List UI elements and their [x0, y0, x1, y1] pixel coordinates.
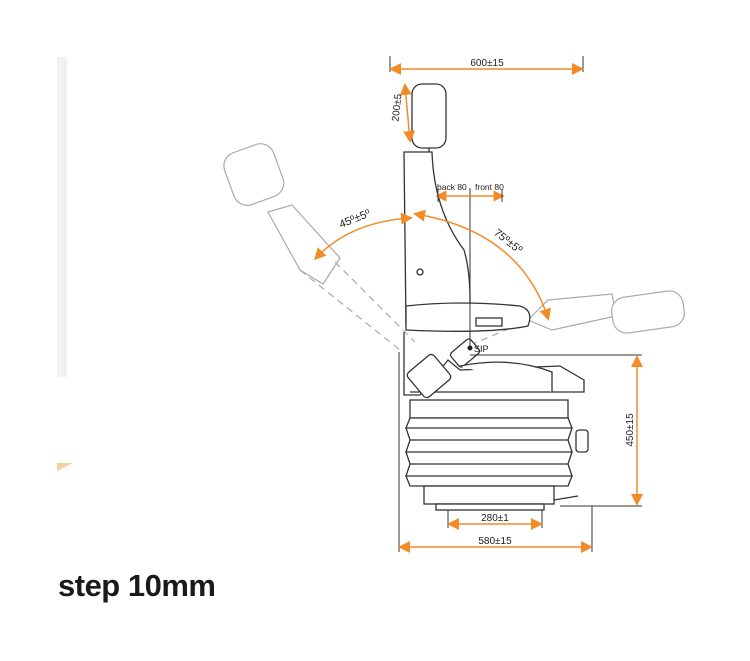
top-plate [409, 399, 569, 419]
seat-upright [403, 83, 589, 511]
headrest [411, 83, 447, 149]
overall-width-dimension: 600±15 [389, 56, 584, 75]
sip-label: SIP [474, 344, 489, 354]
travel-dimensions: back 80 front 80 [435, 182, 505, 202]
adjust-knob [575, 429, 589, 453]
side-strip [57, 57, 67, 377]
base-depth-dimension: 580±15 [398, 352, 593, 553]
height-label: 450±15 [625, 413, 636, 447]
tilted-backrest-forward [223, 143, 416, 351]
tilted-backrest-rear [469, 290, 685, 346]
corner-mark [57, 463, 73, 471]
headrest-dimension: 200±5 [391, 83, 416, 143]
rail-distance-dimension: 280±1 [447, 510, 543, 530]
rail-distance-label: 280±1 [481, 513, 509, 524]
base-depth-label: 580±15 [478, 536, 512, 547]
rear-tilt-label: 75º±5º [491, 227, 524, 256]
backrest [403, 151, 471, 327]
base-frame [423, 485, 555, 505]
forward-tilt-label: 45º±5º [338, 208, 373, 231]
rail [435, 503, 545, 511]
back-travel-label: back 80 [437, 182, 467, 192]
height-dimension: 450±15 [470, 354, 643, 507]
step-caption: step 10mm [58, 568, 216, 603]
seat-cushion [405, 302, 531, 332]
headrest-height-label: 200±5 [391, 93, 405, 122]
bellows [405, 417, 573, 487]
front-travel-label: front 80 [475, 182, 504, 192]
overall-width-label: 600±15 [470, 58, 504, 69]
